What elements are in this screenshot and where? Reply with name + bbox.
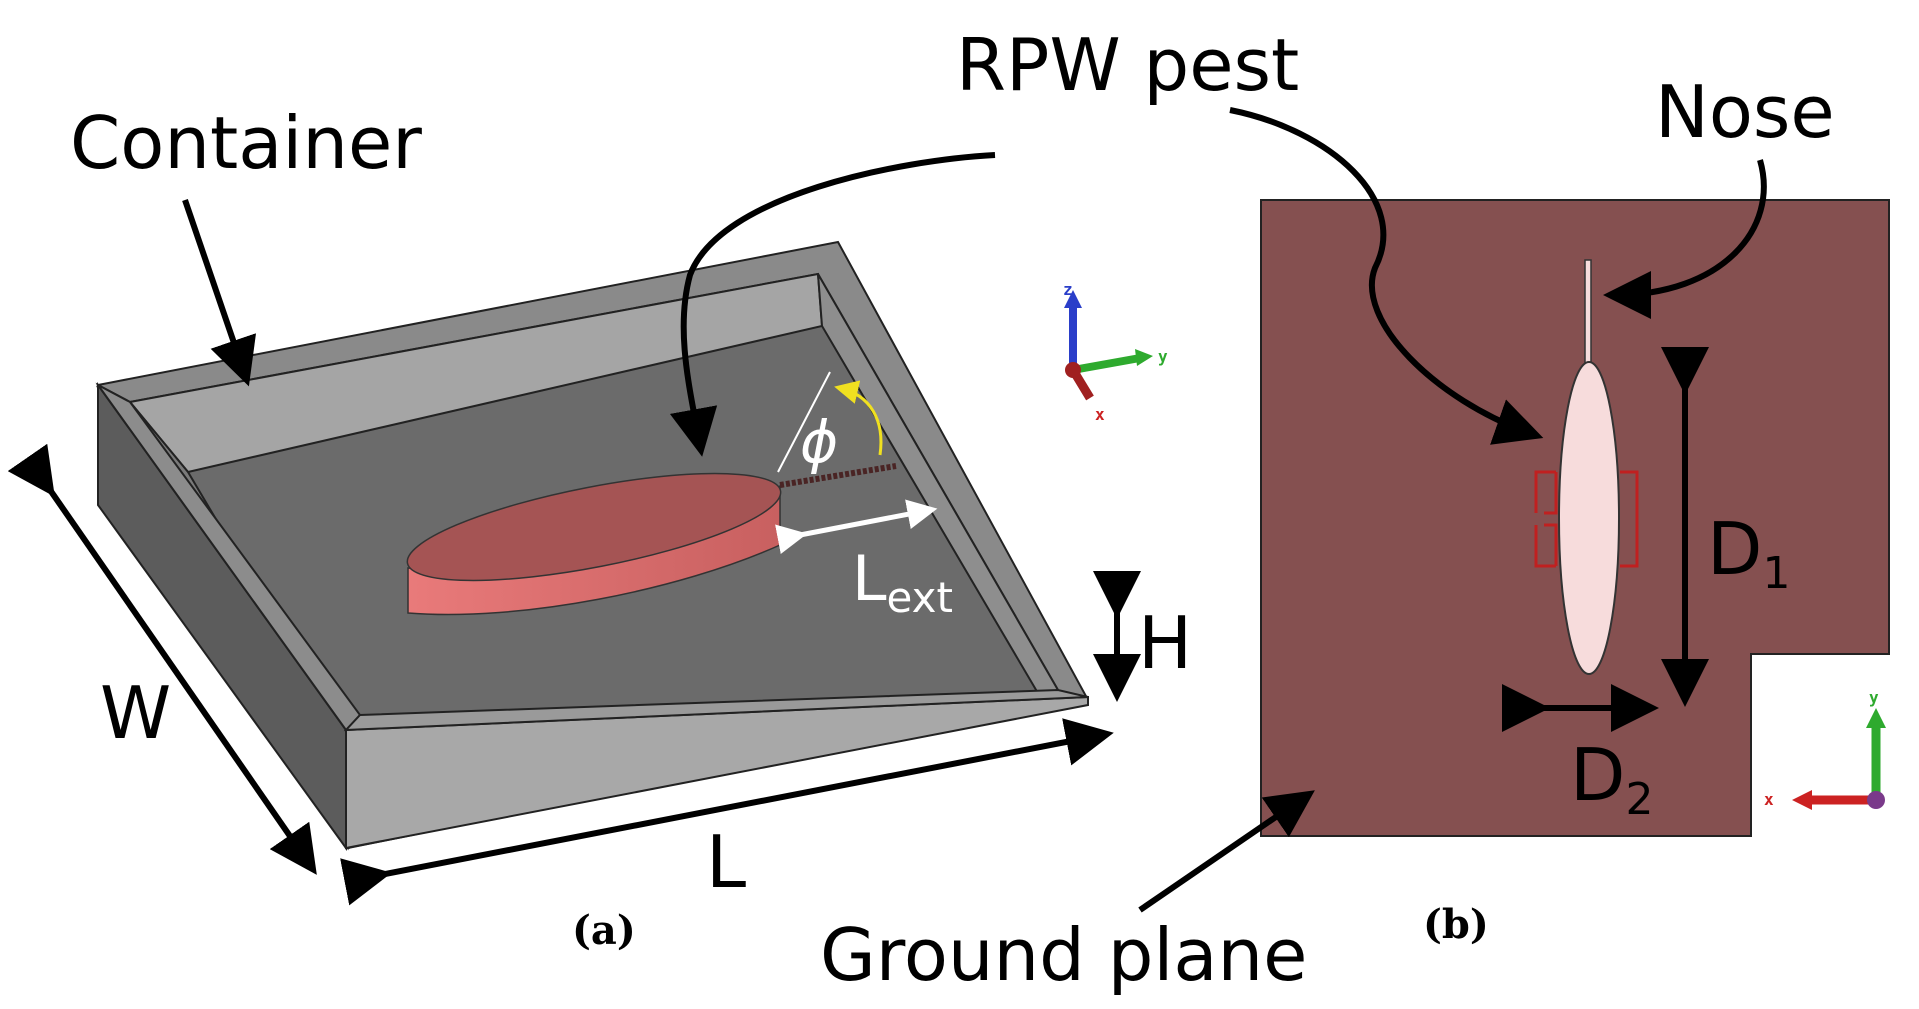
h-label: H (1138, 601, 1192, 685)
panel-a-label: (a) (572, 907, 636, 954)
rpw-arrow-a (669, 152, 996, 457)
d1-label: D1 (1707, 507, 1790, 599)
d1-dimension: D1 (1661, 347, 1790, 707)
axis-a-y: y (1158, 347, 1168, 366)
phi-label: ϕ (800, 408, 838, 476)
pest-top-view (1558, 361, 1620, 675)
w-dimension: W (7, 443, 317, 875)
d2-label: D2 (1570, 733, 1653, 825)
axis-triad-a: z y x (1063, 280, 1168, 424)
w-label: W (100, 671, 171, 755)
l-ext-dimension: Lext (775, 499, 953, 622)
ground-plane-label: Ground plane (820, 913, 1307, 997)
nose-top-view (1584, 259, 1592, 366)
rpw-pest-label: RPW pest (956, 23, 1299, 107)
axis-b-x: x (1764, 790, 1774, 809)
panel-a: ϕ Lext H W L Container (7, 101, 1192, 954)
rpw-arrow-b (1229, 107, 1544, 445)
l-label: L (706, 820, 746, 904)
axis-a-x: x (1095, 405, 1105, 424)
l-ext-label: Lext (852, 542, 953, 622)
nose-label: Nose (1655, 70, 1835, 154)
ground-plane-arrow (1138, 790, 1315, 913)
axis-triad-b: y x (1764, 688, 1886, 810)
container-label: Container (70, 101, 422, 185)
nose-arrow (1603, 159, 1767, 319)
d2-dimension: D2 (1502, 684, 1659, 825)
axis-a-z: z (1063, 280, 1073, 299)
panel-b-label: (b) (1423, 901, 1489, 948)
axis-b-y: y (1869, 688, 1879, 707)
h-dimension: H (1093, 571, 1192, 702)
container-callout: Container (70, 101, 422, 387)
l-dimension: L (340, 718, 1114, 906)
phi-indicator: ϕ (777, 371, 883, 476)
panel-b: D1 D2 RPW pest Nose Ground plane y x (b) (820, 23, 1890, 997)
electrode-brackets (1534, 470, 1639, 568)
pest-nose (779, 463, 897, 488)
